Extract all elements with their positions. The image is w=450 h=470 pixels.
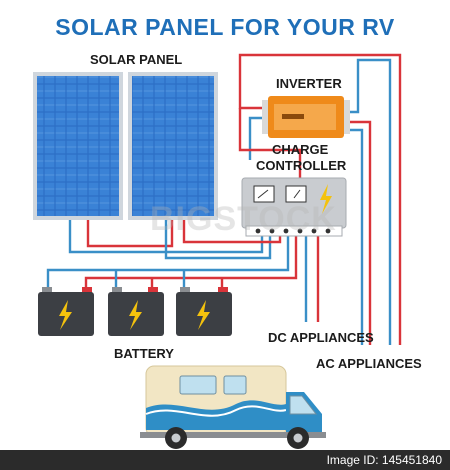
solar-panel-icon — [33, 72, 218, 220]
inverter-label: INVERTER — [276, 76, 342, 91]
inverter-icon — [262, 96, 350, 138]
rv-camper-icon — [140, 365, 326, 449]
wire-panel2-positive — [182, 220, 282, 244]
charge-controller-icon — [241, 177, 347, 237]
wire-panel2-negative — [164, 220, 272, 260]
charge-controller-label-1: CHARGE — [272, 142, 329, 157]
watermark: BIGSTOCK — [150, 200, 337, 238]
wire-ac-positive — [346, 120, 372, 345]
wire-inverter-negative — [248, 116, 266, 160]
image-id-text: Image ID: 145451840 — [326, 453, 442, 467]
ac-appliances-label: AC APPLIANCES — [316, 356, 422, 371]
battery-icon — [38, 287, 232, 336]
wire-battery-positive — [84, 232, 298, 290]
lightning-bolt-icon — [320, 184, 332, 214]
diagram-title: SOLAR PANEL FOR YOUR RV — [55, 14, 395, 40]
charge-controller-label-2: CONTROLLER — [256, 158, 347, 173]
footer-bar: Image ID: 145451840 — [0, 450, 450, 470]
wire-battery-negative — [46, 232, 290, 290]
dc-appliances-label: DC APPLIANCES — [268, 330, 374, 345]
wire-inverter-positive — [238, 53, 402, 345]
wiring — [46, 53, 402, 345]
battery-label: BATTERY — [114, 346, 174, 361]
solar-panel-label: SOLAR PANEL — [90, 52, 183, 67]
wire-panel1-positive — [86, 220, 174, 248]
wire-ac-negative — [346, 58, 392, 345]
